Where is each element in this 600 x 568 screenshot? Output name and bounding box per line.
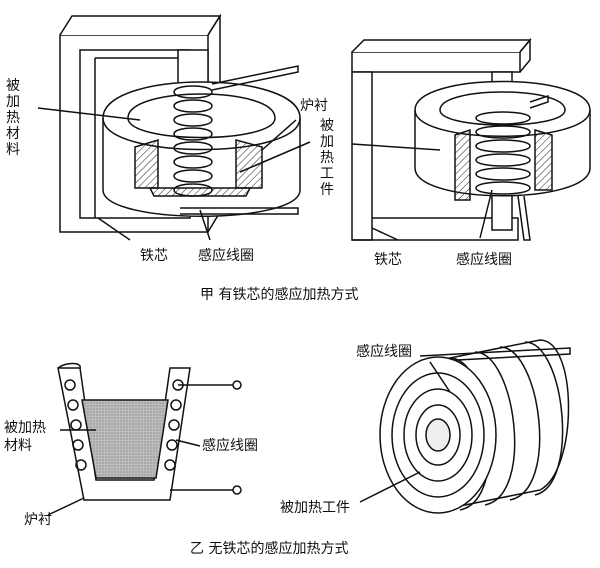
label-iron-core-left: 铁芯	[140, 248, 168, 264]
label-induction-coil-right: 感应线圈	[456, 252, 512, 268]
terminal-bottom	[232, 485, 242, 495]
caption-top: 甲 有铁芯的感应加热方式	[200, 287, 359, 303]
workpiece-section-right	[534, 128, 553, 191]
induction-coil	[475, 111, 531, 195]
label-induction-coil-bottom-left: 感应线圈	[202, 438, 258, 454]
label-furnace-lining: 炉衬	[300, 98, 328, 114]
label-heated-workpiece-bottom: 被加热工件	[280, 500, 350, 516]
label-heated-workpiece: 被加热工件	[320, 118, 334, 198]
label-heated-material-line1: 被加热	[4, 420, 46, 436]
workpiece-section-left	[454, 128, 471, 201]
label-iron-core-right: 铁芯	[374, 252, 402, 268]
top-right-core-heater	[351, 37, 591, 241]
label-heated-material: 被加热材料	[6, 78, 20, 158]
iron-core-left-leg	[351, 71, 373, 241]
caption-bottom: 乙 无铁芯的感应加热方式	[190, 541, 349, 557]
label-induction-coil-left: 感应线圈	[198, 248, 254, 264]
coil-sections-left	[64, 379, 87, 471]
coil-sections-right	[164, 379, 184, 471]
terminal-top	[232, 380, 242, 390]
label-furnace-lining-bottom: 炉衬	[24, 512, 52, 528]
furnace-lining-hatch-right	[235, 139, 263, 189]
heated-material	[81, 399, 169, 479]
induction-coil	[173, 85, 213, 197]
iron-core-top-bar	[351, 51, 521, 73]
bottom-right-coreless-cylinder	[359, 339, 571, 514]
label-induction-coil-bottom-right: 感应线圈	[356, 344, 412, 360]
bottom-left-coreless-crucible	[47, 362, 242, 516]
furnace-lining-hatch-left	[134, 138, 159, 189]
label-heated-material-line2: 材料	[4, 438, 32, 454]
cylinder-bore	[425, 418, 451, 452]
top-left-core-furnace	[37, 13, 311, 241]
